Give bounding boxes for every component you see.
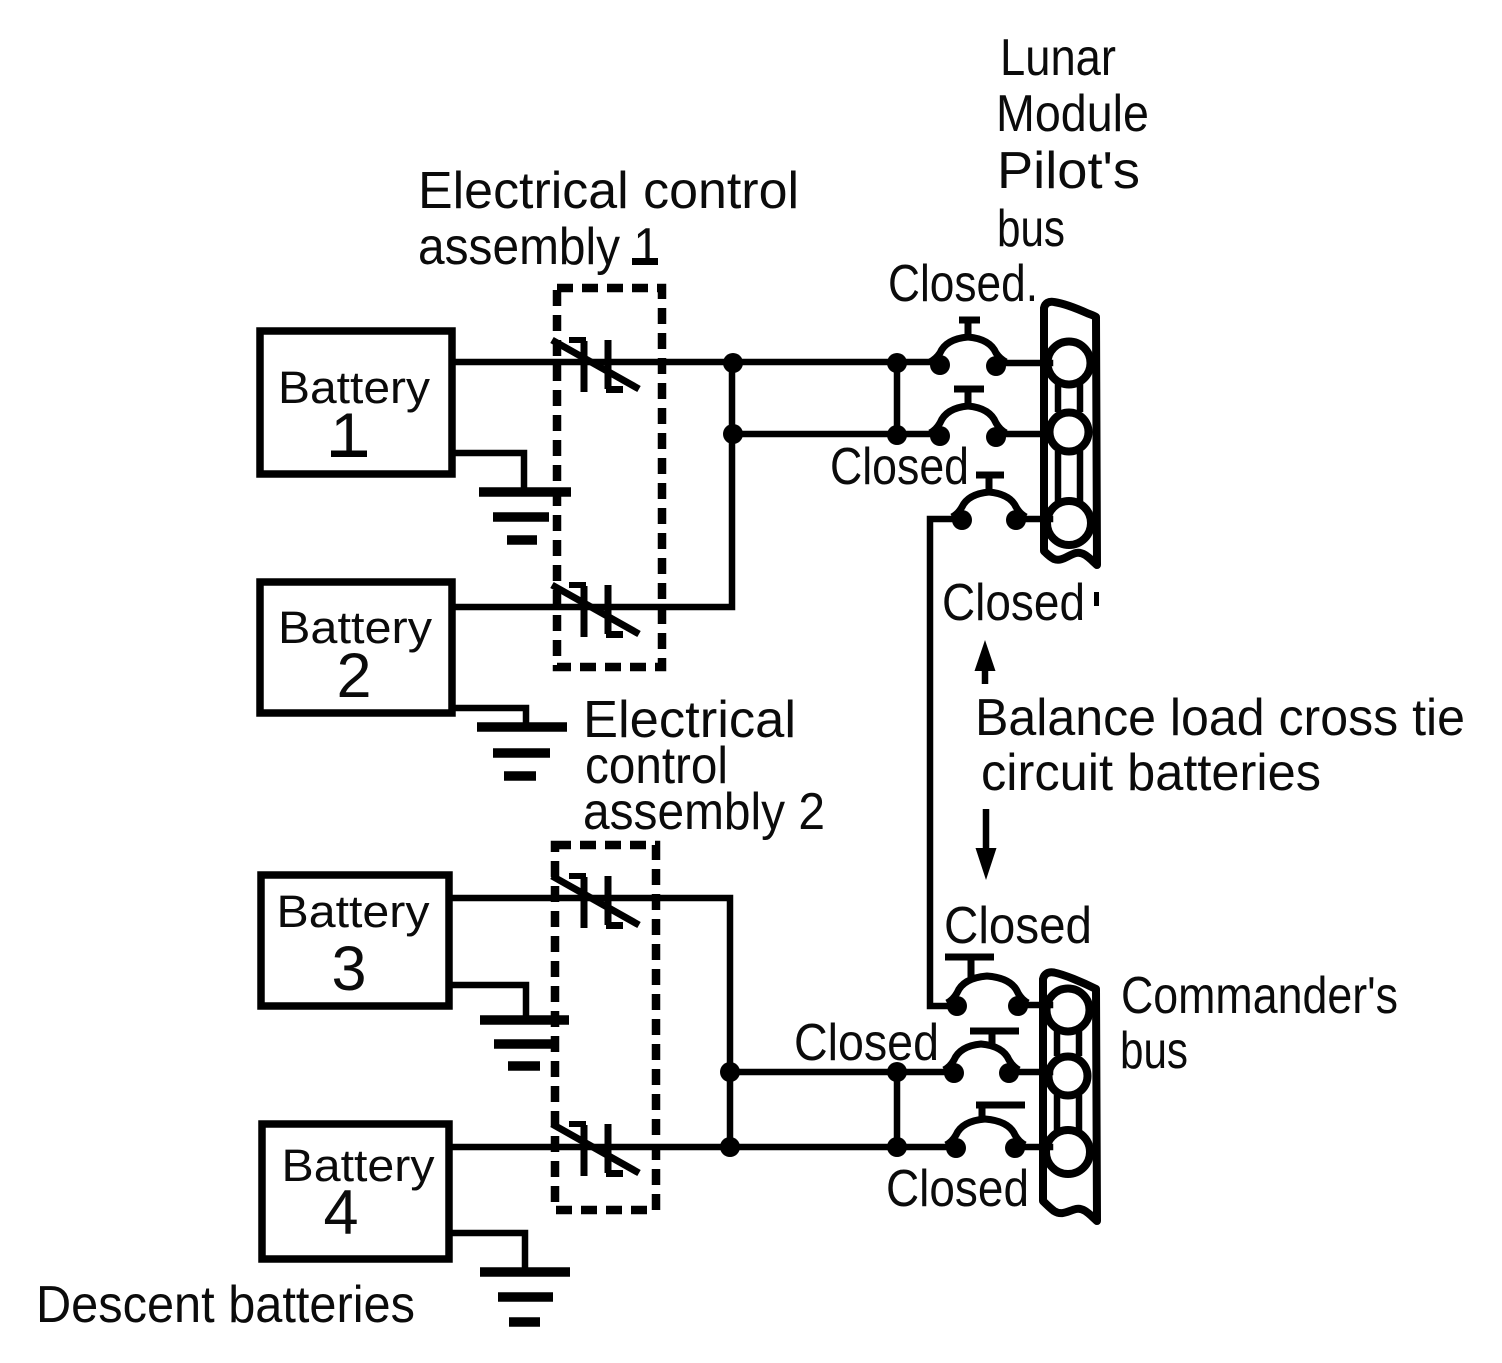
svg-text:Module: Module — [996, 85, 1149, 143]
svg-text:bus: bus — [1120, 1022, 1188, 1080]
svg-text:Closed: Closed — [886, 1160, 1029, 1218]
svg-text:Battery: Battery — [278, 362, 431, 413]
svg-text:Closed: Closed — [944, 897, 1092, 955]
svg-text:Balance load cross tie: Balance load cross tie — [975, 689, 1465, 747]
svg-text:Electrical: Electrical — [583, 691, 796, 749]
svg-text:Commander's: Commander's — [1121, 967, 1398, 1025]
svg-text:2: 2 — [336, 641, 371, 711]
svg-text:Pilot's: Pilot's — [997, 142, 1140, 200]
svg-text:4: 4 — [323, 1178, 358, 1248]
svg-text:Electrical control: Electrical control — [418, 162, 799, 220]
svg-text:Closed: Closed — [830, 438, 969, 496]
svg-text:bus: bus — [997, 200, 1065, 258]
svg-text:1: 1 — [330, 401, 365, 471]
svg-text:Closed.: Closed. — [888, 255, 1038, 313]
svg-text:Battery: Battery — [277, 886, 431, 937]
svg-text:assembly 2: assembly 2 — [583, 783, 825, 841]
svg-text:Closed: Closed — [942, 574, 1085, 632]
svg-text:3: 3 — [331, 934, 366, 1004]
svg-text:Battery: Battery — [278, 602, 433, 653]
svg-text:Battery: Battery — [282, 1140, 436, 1191]
svg-text:Descent batteries: Descent batteries — [36, 1276, 415, 1334]
svg-text:Lunar: Lunar — [1000, 29, 1116, 87]
svg-text:Closed: Closed — [794, 1014, 939, 1072]
svg-text:control: control — [585, 737, 728, 795]
svg-text:circuit batteries: circuit batteries — [981, 744, 1321, 802]
svg-text:assembly 1: assembly 1 — [418, 218, 660, 276]
